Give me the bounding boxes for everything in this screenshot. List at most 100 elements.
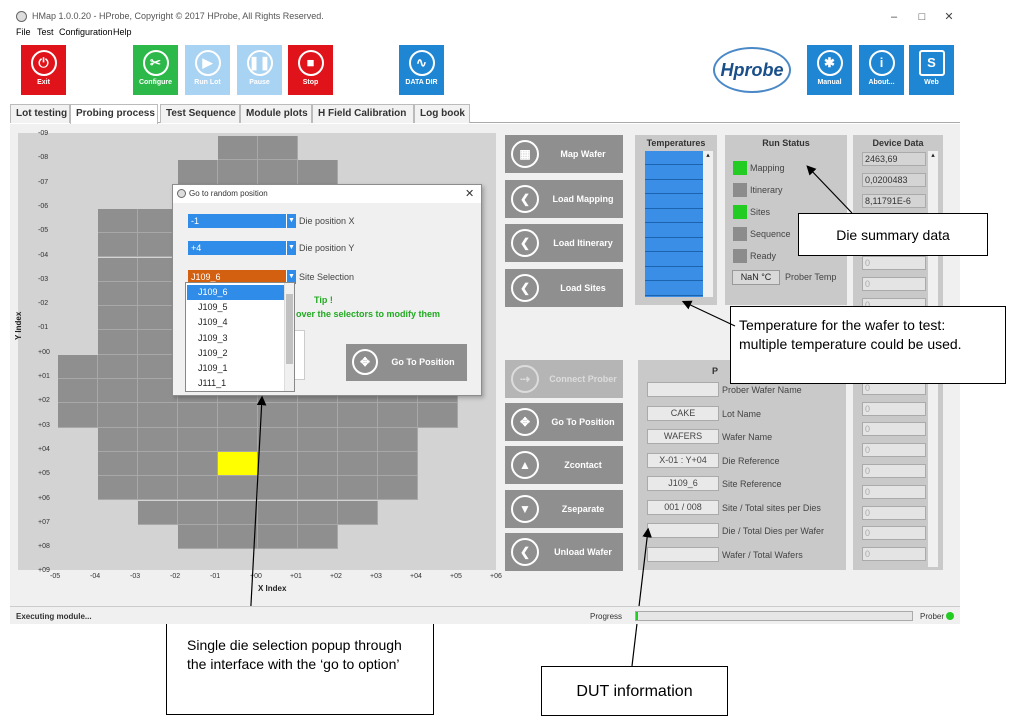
die-cell[interactable] (178, 427, 218, 452)
chevron-down-icon[interactable]: ▼ (286, 214, 296, 228)
maximize-button[interactable]: □ (918, 11, 926, 23)
load-mapping-button[interactable]: ❮ Load Mapping (505, 180, 623, 218)
site-option[interactable]: J109_6 (187, 285, 284, 300)
die-cell[interactable] (178, 476, 218, 501)
die-cell[interactable] (138, 306, 178, 331)
menu-test[interactable]: Test (37, 27, 54, 37)
die-cell[interactable] (98, 403, 138, 428)
zcontact-button[interactable]: ▲ Zcontact (505, 446, 623, 484)
chevron-down-icon[interactable]: ▼ (286, 270, 296, 284)
web-button[interactable]: S Web (909, 45, 954, 95)
temperature-row[interactable] (645, 151, 703, 165)
site-select[interactable]: J109_6 (188, 270, 286, 284)
die-cell[interactable] (218, 427, 258, 452)
menu-configuration[interactable]: Configuration (59, 27, 113, 37)
configure-button[interactable]: ✂ Configure (133, 45, 178, 95)
die-cell[interactable] (98, 208, 138, 234)
tab-module-plots[interactable]: Module plots (240, 104, 312, 123)
die-y-select[interactable]: +4 (188, 241, 286, 255)
site-option[interactable]: J109_5 (198, 302, 228, 313)
die-cell[interactable] (298, 524, 338, 550)
close-button[interactable]: ✕ (944, 11, 954, 23)
temperature-scrollbar[interactable]: ▴ (703, 151, 713, 297)
die-cell[interactable] (218, 476, 258, 501)
die-cell[interactable] (138, 476, 178, 501)
die-cell[interactable] (138, 403, 178, 428)
pause-button[interactable]: ❚❚ Pause (237, 45, 282, 95)
manual-button[interactable]: ✱ Manual (807, 45, 852, 95)
die-cell[interactable] (338, 427, 378, 452)
die-cell[interactable] (338, 500, 378, 525)
site-option[interactable]: J111_1 (198, 378, 227, 389)
die-cell[interactable] (338, 403, 378, 428)
tab-lot-testing[interactable]: Lot testing (10, 104, 70, 123)
die-cell[interactable] (138, 427, 178, 452)
die-cell[interactable] (258, 403, 298, 428)
die-cell[interactable] (178, 160, 218, 185)
die-cell[interactable] (218, 524, 258, 550)
die-cell[interactable] (58, 379, 98, 404)
die-cell[interactable] (98, 354, 138, 379)
menu-help[interactable]: Help (113, 27, 132, 37)
die-cell[interactable] (258, 524, 298, 550)
minimize-button[interactable]: – (890, 11, 898, 23)
exit-button[interactable]: ⏻ Exit (21, 45, 66, 95)
temperature-list[interactable] (645, 151, 703, 297)
data-dir-button[interactable]: ∿ DATA DIR (399, 45, 444, 95)
die-cell[interactable] (218, 160, 258, 185)
die-cell[interactable] (138, 354, 178, 379)
die-cell[interactable] (378, 451, 418, 477)
tab-log-book[interactable]: Log book (414, 104, 470, 123)
temperature-row[interactable] (645, 281, 703, 296)
die-cell[interactable] (298, 160, 338, 185)
die-cell[interactable] (258, 500, 298, 525)
temperature-row[interactable] (645, 194, 703, 209)
tab-h-field-calibration[interactable]: H Field Calibration (312, 104, 414, 123)
die-cell[interactable] (98, 281, 138, 307)
site-option[interactable]: J109_2 (198, 347, 228, 358)
die-cell[interactable] (98, 257, 138, 282)
die-cell[interactable] (218, 500, 258, 525)
die-cell[interactable] (98, 330, 138, 355)
load-sites-button[interactable]: ❮ Load Sites (505, 269, 623, 307)
stop-button[interactable]: ■ Stop (288, 45, 333, 95)
tab-probing-process[interactable]: Probing process (70, 104, 158, 124)
chevron-down-icon[interactable]: ▼ (286, 241, 296, 255)
die-cell[interactable] (98, 427, 138, 452)
site-option[interactable]: J109_3 (198, 332, 228, 343)
temperature-row[interactable] (645, 165, 703, 180)
go-to-position-button[interactable]: ✥ Go To Position (505, 403, 623, 441)
site-option[interactable]: J109_1 (198, 363, 228, 373)
die-cell[interactable] (258, 476, 298, 501)
die-cell[interactable] (98, 476, 138, 501)
die-cell[interactable] (298, 403, 338, 428)
die-cell[interactable] (418, 403, 458, 428)
die-cell[interactable] (298, 476, 338, 501)
zseparate-button[interactable]: ▼ Zseparate (505, 490, 623, 528)
die-cell[interactable] (58, 354, 98, 379)
site-option[interactable]: J109_4 (198, 317, 228, 328)
map-wafer-button[interactable]: ▦ Map Wafer (505, 135, 623, 173)
temperature-row[interactable] (645, 223, 703, 238)
die-cell[interactable] (298, 427, 338, 452)
die-cell[interactable] (218, 403, 258, 428)
die-cell[interactable] (378, 476, 418, 501)
temperature-row[interactable] (645, 209, 703, 223)
die-cell[interactable] (338, 451, 378, 477)
die-cell[interactable] (138, 451, 178, 477)
die-cell[interactable] (378, 403, 418, 428)
tab-test-sequence[interactable]: Test Sequence (160, 104, 240, 123)
die-cell[interactable] (258, 427, 298, 452)
run-lot-button[interactable]: ▶ Run Lot (185, 45, 230, 95)
load-itinerary-button[interactable]: ❮ Load Itinerary (505, 224, 623, 262)
selected-die[interactable] (218, 451, 258, 477)
die-cell[interactable] (258, 451, 298, 477)
die-cell[interactable] (138, 233, 178, 258)
die-cell[interactable] (378, 427, 418, 452)
menu-file[interactable]: File (16, 27, 31, 37)
dialog-go-to-position-button[interactable]: ✥ Go To Position (346, 344, 467, 381)
die-cell[interactable] (298, 451, 338, 477)
die-cell[interactable] (98, 233, 138, 258)
temperature-row[interactable] (645, 180, 703, 194)
